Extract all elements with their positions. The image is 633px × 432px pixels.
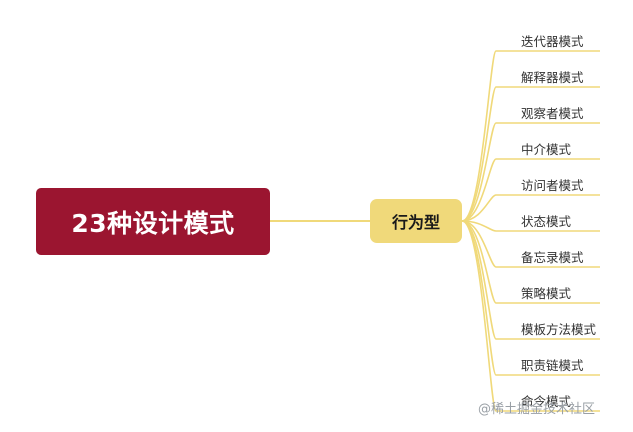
- leaf-node-1[interactable]: 迭代器模式: [521, 34, 584, 49]
- leaf-node-2[interactable]: 解释器模式: [521, 70, 584, 85]
- leaf-connector-3: [461, 122, 600, 222]
- leaf-connector-4: [461, 158, 600, 222]
- branch-node-behavioral[interactable]: 行为型: [370, 199, 462, 243]
- leaf-connector-2: [461, 86, 600, 222]
- leaf-node-3[interactable]: 观察者模式: [521, 106, 584, 121]
- leaf-node-7[interactable]: 备忘录模式: [521, 250, 584, 265]
- leaf-connector-11: [461, 220, 600, 412]
- watermark-text: @稀土掘金技术社区: [478, 402, 596, 417]
- leaf-node-4[interactable]: 中介模式: [521, 142, 572, 157]
- root-node[interactable]: 23种设计模式: [36, 188, 270, 255]
- leaf-node-9[interactable]: 模板方法模式: [521, 322, 597, 337]
- leaf-connector-7: [461, 220, 600, 268]
- leaf-node-8[interactable]: 策略模式: [521, 286, 572, 301]
- root-node-label: 23种设计模式: [71, 208, 235, 238]
- leaf-connector-1: [461, 50, 600, 222]
- leaf-node-6[interactable]: 状态模式: [521, 214, 572, 229]
- leaf-connector-5: [461, 194, 600, 222]
- branch-node-label: 行为型: [391, 213, 440, 232]
- leaf-node-11[interactable]: 命令模式: [521, 394, 572, 409]
- leaf-connector-6: [461, 220, 600, 232]
- leaf-connectors: [461, 50, 600, 412]
- leaf-node-10[interactable]: 职责链模式: [521, 358, 584, 373]
- leaf-node-5[interactable]: 访问者模式: [521, 178, 584, 193]
